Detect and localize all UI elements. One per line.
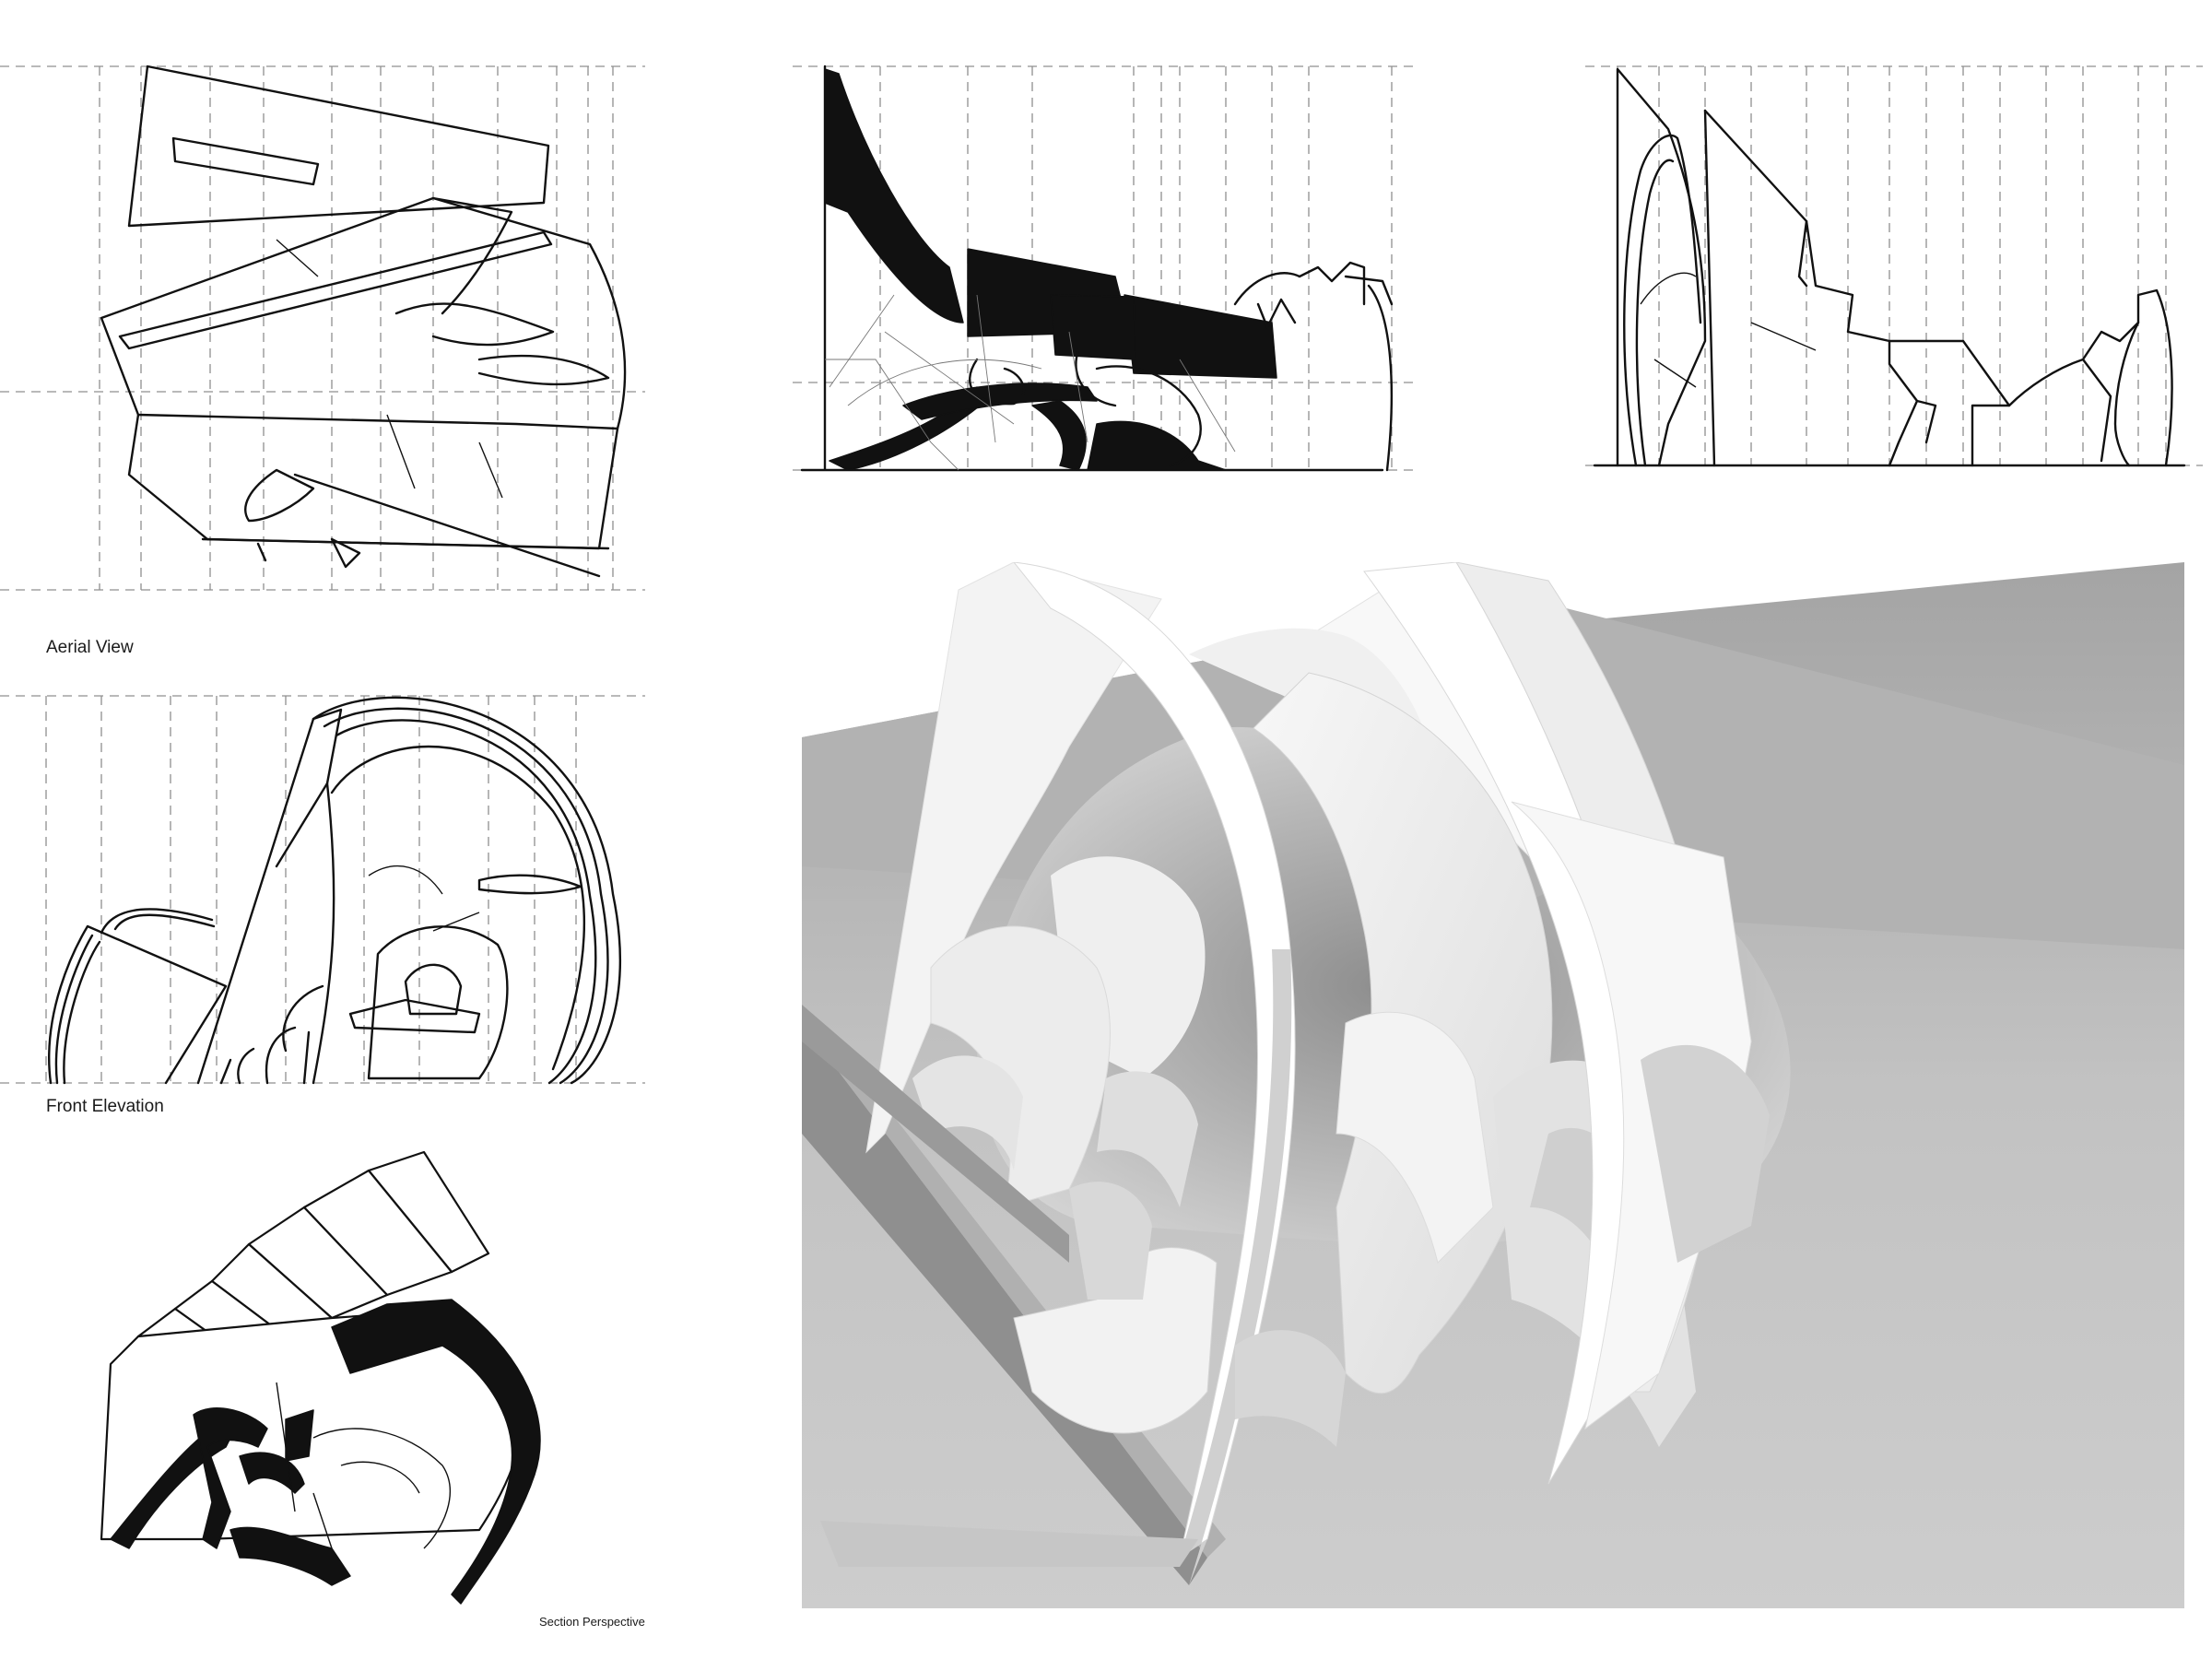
side-section-guides	[793, 65, 1419, 471]
front-elevation-label: Front Elevation	[46, 1097, 164, 1116]
aerial-view-label: Aerial View	[46, 638, 134, 657]
side-section-outline	[800, 65, 1394, 472]
section-perspective-drawing	[55, 1143, 682, 1622]
side-section-drawing	[793, 55, 1419, 479]
front-elevation-drawing	[0, 682, 645, 1088]
render-scene	[802, 562, 2184, 1608]
aerial-view-drawing	[0, 55, 645, 599]
section-perspective-label: Section Perspective	[539, 1615, 645, 1629]
section-outline	[100, 1150, 541, 1605]
side-elevation-outline	[1593, 67, 2186, 467]
side-elevation-drawing	[1585, 55, 2203, 479]
front-guides	[0, 695, 645, 1084]
rendered-perspective-image	[793, 562, 2184, 1608]
aerial-outline	[100, 65, 627, 578]
front-outline	[48, 696, 621, 1085]
